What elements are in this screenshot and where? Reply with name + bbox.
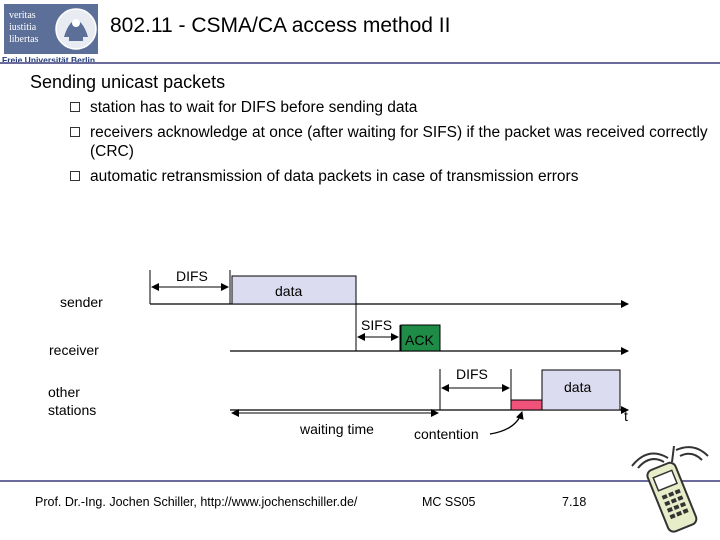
footer-author: Prof. Dr.-Ing. Jochen Schiller, http://w… [35, 495, 358, 509]
mobile-phone-icon [631, 445, 709, 533]
logo-motto-line: libertas [9, 34, 39, 45]
bullet-item: receivers acknowledge at once (after wai… [70, 123, 710, 161]
contention-label: contention [414, 426, 479, 442]
bullet-text: automatic retransmission of data packets… [90, 168, 579, 185]
checkbox-bullet-icon [70, 171, 80, 181]
logo-motto-line: iustitia [9, 22, 37, 33]
slide-title: 802.11 - CSMA/CA access method II [110, 14, 451, 37]
contention-window [510, 399, 543, 411]
time-axis-label: t [624, 408, 628, 424]
data1-frame [231, 275, 357, 305]
logo-banner: veritas iustitia libertas [4, 4, 98, 54]
data1-label: data [275, 283, 303, 299]
bullet-item: station has to wait for DIFS before send… [70, 98, 710, 117]
difs1-label: DIFS [176, 268, 208, 284]
footer-page-number: 7.18 [562, 495, 587, 509]
bullet-item: automatic retransmission of data packets… [70, 167, 710, 186]
footer-divider [0, 480, 720, 482]
sender-label: sender [60, 294, 103, 310]
checkbox-bullet-icon [70, 127, 80, 137]
logo-seal-icon [55, 8, 97, 50]
logo-university-name: Freie Universität Berlin [2, 55, 96, 65]
title-divider [0, 62, 720, 64]
timing-diagram [149, 270, 629, 435]
ack-frame [400, 324, 441, 352]
other-stations-label: other stations [48, 384, 97, 418]
logo-motto: veritas iustitia libertas [9, 10, 38, 46]
receiver-label: receiver [49, 342, 99, 358]
contention-pointer-arrow [489, 411, 524, 435]
bullet-text: station has to wait for DIFS before send… [90, 99, 418, 116]
bullet-text: receivers acknowledge at once (after wai… [90, 124, 708, 160]
data2-label: data [564, 379, 592, 395]
waiting-time-label: waiting time [300, 421, 374, 437]
university-logo: veritas iustitia libertas Freie Universi… [0, 0, 102, 65]
sifs-label: SIFS [361, 317, 393, 333]
bullet-list: station has to wait for DIFS before send… [70, 98, 710, 192]
checkbox-bullet-icon [70, 102, 80, 112]
section-heading: Sending unicast packets [30, 72, 226, 92]
ack-label: ACK [405, 332, 434, 348]
logo-motto-line: veritas [9, 10, 36, 21]
difs2-label: DIFS [456, 366, 488, 382]
footer-course: MC SS05 [422, 495, 476, 509]
data2-frame [541, 369, 621, 411]
